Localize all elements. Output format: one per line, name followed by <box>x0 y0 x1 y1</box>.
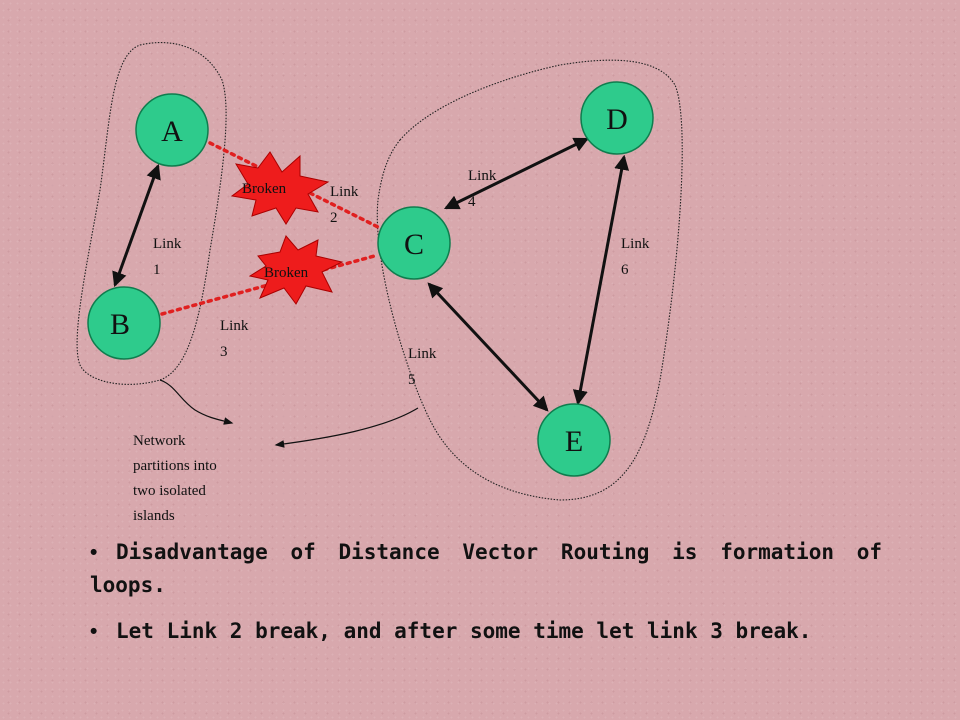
svg-text:4: 4 <box>468 194 476 210</box>
node-b: B <box>87 286 161 360</box>
svg-text:Network: Network <box>133 433 186 449</box>
svg-text:6: 6 <box>621 262 629 278</box>
link-6-label: Link 6 <box>621 236 650 278</box>
node-d-label: D <box>606 103 628 136</box>
bullet-dot: • <box>90 541 98 564</box>
link-1-label: Link 1 <box>153 236 182 278</box>
bullet-list: •Disadvantage of Distance Vector Routing… <box>90 536 882 662</box>
node-e-label: E <box>565 425 583 458</box>
link-5-label: Link 5 <box>408 346 437 388</box>
node-b-label: B <box>110 308 130 341</box>
svg-text:Link: Link <box>468 168 497 184</box>
note-arrow-left <box>159 379 234 425</box>
bullet-item-1: •Disadvantage of Distance Vector Routing… <box>90 536 882 601</box>
svg-text:1: 1 <box>153 262 161 278</box>
svg-text:5: 5 <box>408 372 416 388</box>
island-right-outline <box>376 59 683 501</box>
svg-text:3: 3 <box>220 344 228 360</box>
node-c: C <box>377 206 451 280</box>
node-d: D <box>580 81 654 155</box>
partition-note: Network partitions into two isolated isl… <box>133 433 217 524</box>
svg-text:islands: islands <box>133 508 175 524</box>
node-a: A <box>135 93 209 167</box>
svg-text:Link: Link <box>153 236 182 252</box>
link-5-line <box>427 282 549 412</box>
link-6-line <box>572 154 630 406</box>
svg-text:Link: Link <box>330 184 359 200</box>
svg-text:partitions into: partitions into <box>133 458 217 474</box>
broken-label-2: Broken <box>264 265 309 281</box>
broken-burst-1: Broken <box>230 151 330 225</box>
broken-label-1: Broken <box>242 181 287 197</box>
node-a-label: A <box>161 115 183 148</box>
bullet-item-2: •Let Link 2 break, and after some time l… <box>90 615 882 648</box>
svg-text:Link: Link <box>408 346 437 362</box>
note-arrow-right <box>274 407 419 448</box>
svg-text:Link: Link <box>621 236 650 252</box>
link-4-label: Link 4 <box>468 168 497 210</box>
link-3-label: Link 3 <box>220 318 249 360</box>
link-2-label: Link 2 <box>330 184 359 226</box>
svg-text:two isolated: two isolated <box>133 483 206 499</box>
link-4-line <box>443 137 590 210</box>
svg-text:2: 2 <box>330 210 338 226</box>
bullet-dot: • <box>90 620 98 643</box>
broken-burst-2: Broken <box>248 235 344 305</box>
link-1-line <box>112 163 161 288</box>
node-e: E <box>537 403 611 477</box>
node-c-label: C <box>404 228 424 261</box>
svg-text:Link: Link <box>220 318 249 334</box>
